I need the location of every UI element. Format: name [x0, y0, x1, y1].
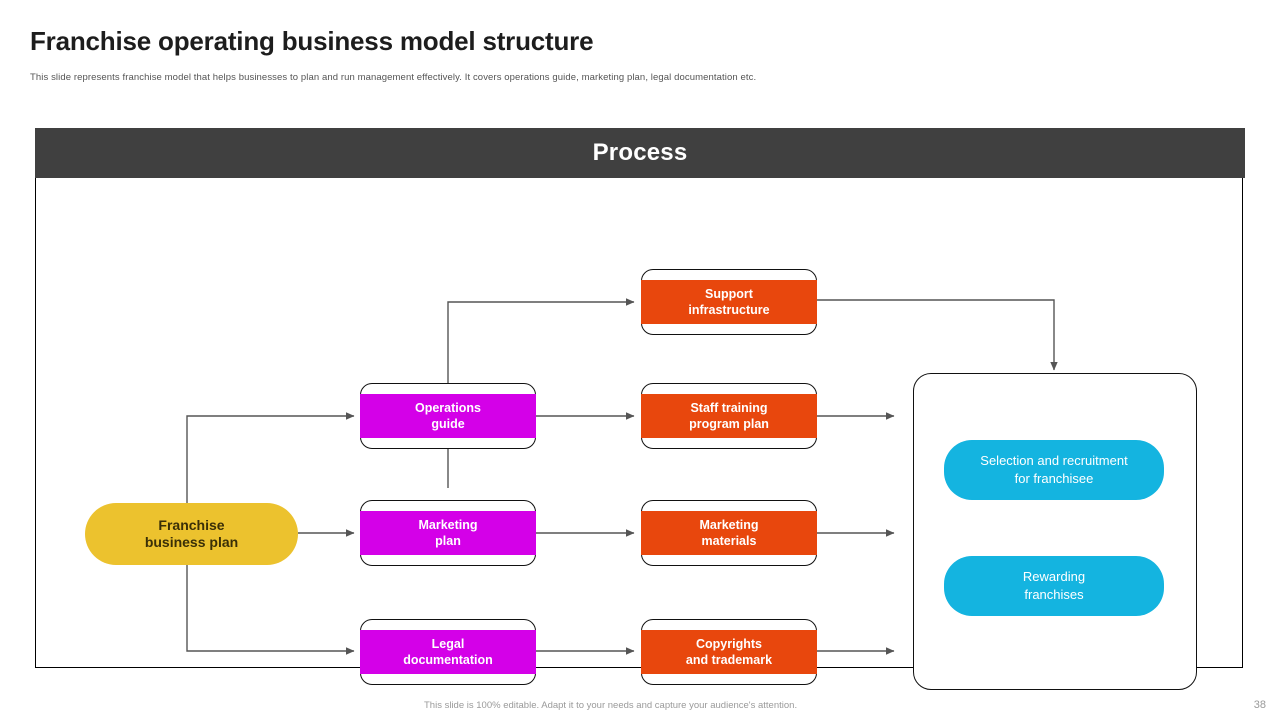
panel-header-label: Process	[592, 139, 688, 166]
node-band: Support infrastructure	[641, 280, 817, 324]
node-marketing-materials[interactable]: Marketing materials	[641, 500, 817, 566]
slide-subtitle: This slide represents franchise model th…	[30, 72, 757, 83]
outcome-group-container	[913, 373, 1197, 690]
node-line-2: and trademark	[685, 653, 773, 667]
node-line-1: Operations	[415, 400, 481, 415]
node-line-1: Support	[705, 286, 753, 301]
node-band: Operations guide	[360, 394, 536, 438]
slide-title: Franchise operating business model struc…	[30, 26, 594, 56]
node-line-2: program plan	[689, 417, 769, 431]
node-line-2: materials	[701, 534, 757, 548]
connector-support-to-group	[817, 299, 1058, 371]
node-copyrights-and-trademark[interactable]: Copyrights and trademark	[641, 619, 817, 685]
panel-body: Franchise business plan Operations guide…	[35, 178, 1243, 690]
node-legal-documentation[interactable]: Legal documentation	[360, 619, 536, 685]
node-line-1: Copyrights	[696, 636, 762, 651]
connector-plan-to-legal	[186, 533, 355, 655]
node-line-2: guide	[431, 417, 465, 431]
node-line-1: Selection and recruitment	[980, 453, 1128, 469]
node-band: Copyrights and trademark	[641, 630, 817, 674]
node-band: Marketing plan	[360, 511, 536, 555]
node-operations-guide[interactable]: Operations guide	[360, 383, 536, 449]
node-line-2: plan	[435, 534, 461, 548]
node-line-2: infrastructure	[688, 303, 770, 317]
node-line-1: Staff training	[690, 400, 768, 415]
node-line-2: for franchisee	[1014, 471, 1094, 486]
page-number: 38	[1253, 699, 1266, 711]
panel-header: Process	[35, 128, 1245, 178]
diagram-canvas: Franchise business plan Operations guide…	[36, 178, 1246, 720]
node-band: Staff training program plan	[641, 394, 817, 438]
node-support-infrastructure[interactable]: Support infrastructure	[641, 269, 817, 335]
node-marketing-plan[interactable]: Marketing plan	[360, 500, 536, 566]
node-line-2: documentation	[403, 653, 493, 667]
node-line-2: business plan	[144, 534, 239, 550]
node-rewarding-franchises[interactable]: Rewarding franchises	[944, 556, 1164, 616]
node-line-1: Franchise	[158, 516, 225, 533]
node-selection-and-recruitment[interactable]: Selection and recruitment for franchisee	[944, 440, 1164, 500]
node-line-1: Legal	[431, 636, 465, 651]
node-line-1: Marketing	[418, 517, 478, 532]
node-band: Marketing materials	[641, 511, 817, 555]
node-line-1: Marketing	[699, 517, 759, 532]
process-panel: Process	[35, 128, 1245, 690]
node-franchise-business-plan[interactable]: Franchise business plan	[85, 503, 298, 565]
node-band: Legal documentation	[360, 630, 536, 674]
connector-plan-to-operations	[186, 412, 355, 533]
node-line-1: Rewarding	[1022, 569, 1086, 585]
node-line-2: franchises	[1024, 587, 1084, 602]
footer-note: This slide is 100% editable. Adapt it to…	[424, 700, 798, 711]
node-staff-training-program-plan[interactable]: Staff training program plan	[641, 383, 817, 449]
